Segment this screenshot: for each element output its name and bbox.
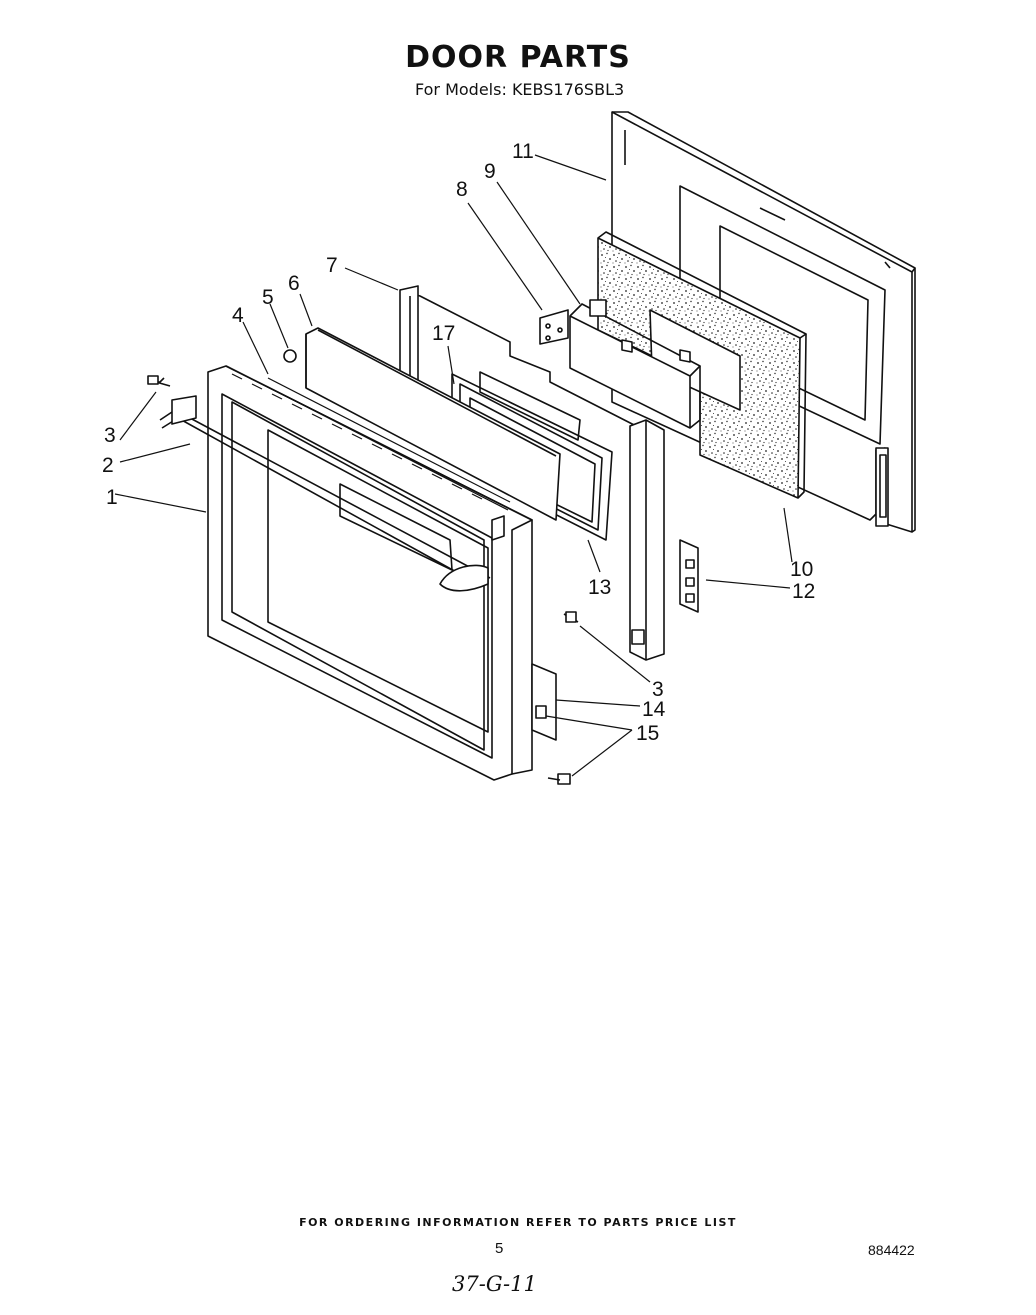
screw-right xyxy=(563,611,579,623)
ordering-note: FOR ORDERING INFORMATION REFER TO PARTS … xyxy=(299,1216,737,1229)
callout-1: 1 xyxy=(106,486,118,509)
callout-12: 12 xyxy=(792,580,815,603)
callout-15: 15 xyxy=(636,722,659,745)
vent-slot-row xyxy=(231,373,511,511)
vent-box-assembly xyxy=(539,299,701,429)
callout-9: 9 xyxy=(484,160,496,183)
callout-3-left: 3 xyxy=(104,424,116,447)
page-title: DOOR PARTS xyxy=(405,40,631,75)
callout-5: 5 xyxy=(262,286,274,309)
callout-labels: 1 2 3 3 4 5 6 7 8 9 10 11 12 13 14 15 17 xyxy=(102,140,815,745)
callout-14: 14 xyxy=(642,698,666,721)
door-handle xyxy=(159,395,505,592)
side-channel xyxy=(629,419,665,661)
callout-3-right: 3 xyxy=(652,678,664,701)
screw-5 xyxy=(283,349,297,363)
callout-2: 2 xyxy=(102,454,114,477)
document-code: 884422 xyxy=(868,1242,915,1258)
callout-10: 10 xyxy=(790,558,813,581)
hinge-bracket xyxy=(531,663,557,741)
page-number: 5 xyxy=(495,1240,504,1257)
callout-7: 7 xyxy=(326,254,338,277)
callout-4: 4 xyxy=(232,304,244,327)
vent-trim xyxy=(305,327,561,521)
screw-left xyxy=(147,375,171,387)
callout-13: 13 xyxy=(588,576,611,599)
callout-6: 6 xyxy=(288,272,300,295)
inner-door-liner xyxy=(399,285,641,429)
callout-8: 8 xyxy=(456,178,468,201)
side-bracket xyxy=(679,539,699,613)
screw-15 xyxy=(547,773,571,785)
callout-17: 17 xyxy=(432,322,455,345)
model-subtitle: For Models: KEBS176SBL3 xyxy=(415,80,625,99)
handwritten-note: 37-G-11 xyxy=(452,1272,537,1296)
leader-lines xyxy=(114,154,793,777)
callout-11: 11 xyxy=(512,140,534,163)
